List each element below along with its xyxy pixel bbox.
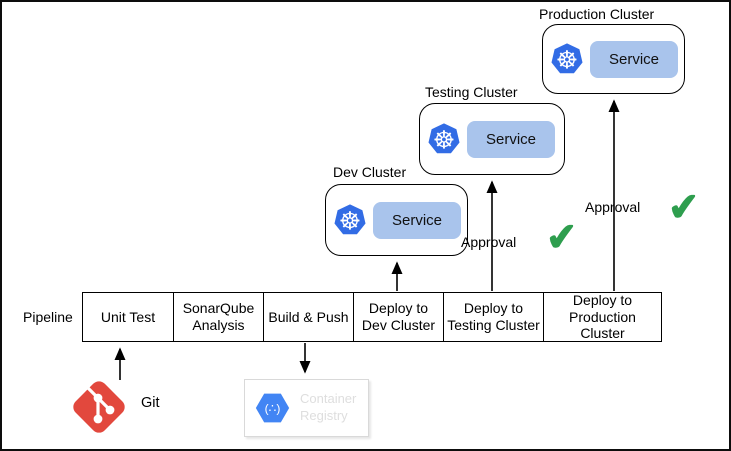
testing-service-box: Service bbox=[467, 120, 555, 158]
approval-label-production: Approval bbox=[585, 199, 641, 215]
git-label: Git bbox=[141, 395, 160, 411]
stage-build-push: Build & Push bbox=[263, 293, 353, 341]
kubernetes-icon: ☸ bbox=[428, 123, 460, 155]
kubernetes-icon: ☸ bbox=[551, 43, 583, 75]
kubernetes-icon: ☸ bbox=[334, 204, 366, 236]
production-cluster-box: ☸ Service bbox=[542, 24, 685, 94]
stage-deploy-dev: Deploy to Dev Cluster bbox=[353, 293, 443, 341]
pipeline-row: Unit Test SonarQube Analysis Build & Pus… bbox=[82, 292, 662, 342]
stage-unit-test: Unit Test bbox=[100, 308, 156, 325]
container-registry-icon: (∴) bbox=[255, 393, 290, 423]
container-registry-label: Container Registry bbox=[300, 391, 357, 423]
production-cluster-title: Production Cluster bbox=[539, 6, 655, 22]
svg-text:☸: ☸ bbox=[339, 208, 361, 236]
production-service-box: Service bbox=[590, 40, 678, 78]
dev-cluster-title: Dev Cluster bbox=[333, 164, 407, 180]
testing-cluster-title: Testing Cluster bbox=[425, 84, 518, 100]
pipeline-label: Pipeline bbox=[23, 309, 73, 325]
green-checkmark-icon: ✔ bbox=[666, 185, 702, 231]
stage-deploy-testing: Deploy to Testing Cluster bbox=[443, 293, 543, 341]
approval-label-testing: Approval bbox=[461, 234, 517, 250]
container-registry-box: (∴) Container Registry bbox=[244, 379, 369, 437]
stage-deploy-production: Deploy to Production Cluster bbox=[543, 292, 661, 341]
green-checkmark-icon: ✔ bbox=[544, 215, 580, 261]
dev-service-box: Service bbox=[373, 201, 461, 239]
dev-cluster-box: ☸ Service bbox=[325, 184, 468, 256]
svg-text:☸: ☸ bbox=[556, 47, 578, 75]
svg-text:☸: ☸ bbox=[433, 127, 455, 155]
stage-sonarqube: SonarQube Analysis bbox=[173, 293, 263, 341]
testing-cluster-box: ☸ Service bbox=[419, 103, 565, 175]
svg-text:(∴): (∴) bbox=[265, 402, 281, 416]
git-icon bbox=[73, 381, 125, 433]
